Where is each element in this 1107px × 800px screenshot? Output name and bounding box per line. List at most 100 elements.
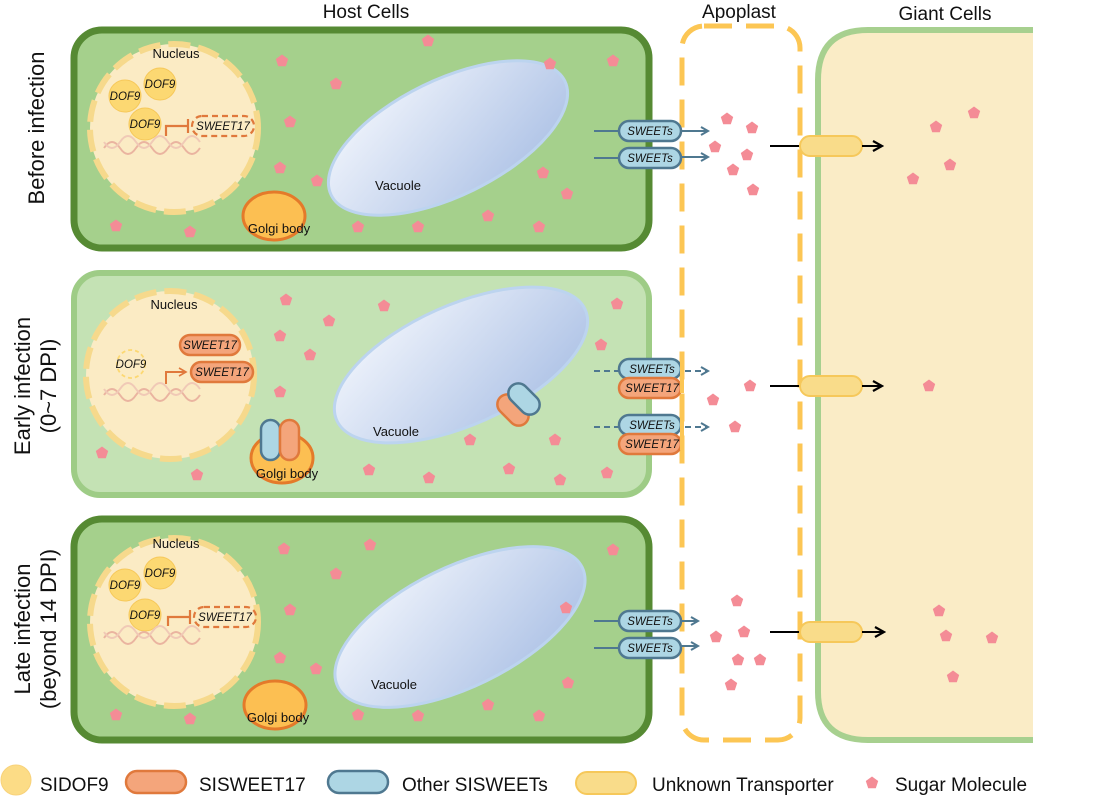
transporter-label: SWEETs xyxy=(629,364,675,376)
row-label-sub: (beyond 14 DPI) xyxy=(36,549,61,709)
sugar-molecule-icon xyxy=(273,329,287,342)
legend-label-sweet17: SISWEET17 xyxy=(199,775,306,796)
dna-strand xyxy=(103,388,201,402)
dof9-label: DOF9 xyxy=(130,119,161,131)
vacuole-label: Vacuole xyxy=(373,424,419,439)
sugar-molecule-icon xyxy=(561,676,575,689)
legend-swatch-sugar xyxy=(865,776,879,789)
sugar-molecule-icon xyxy=(720,112,734,125)
sweet17-gene-repressed xyxy=(192,605,258,629)
sweet17-gene-label: SWEET17 xyxy=(196,121,250,133)
sugar-molecule-icon xyxy=(183,225,197,238)
header-apoplast: Apoplast xyxy=(702,2,777,23)
row-label: Before infection xyxy=(24,52,49,205)
sugar-molecule-icon xyxy=(740,148,754,161)
sugar-molecule-icon xyxy=(279,293,293,306)
dof9-label: DOF9 xyxy=(116,359,147,371)
sugar-molecule-icon xyxy=(560,187,574,200)
sugar-molecule-icon xyxy=(929,120,943,133)
sugar-molecule-icon xyxy=(606,543,620,556)
sugar-molecule-icon xyxy=(746,183,760,196)
sweet17-gene-active xyxy=(189,360,255,384)
transporter-label: SWEETs xyxy=(627,126,673,138)
row-late-infection: Late infection (beyond 14 DPI) Nucleus D… xyxy=(10,515,999,744)
dna-strand xyxy=(103,141,201,155)
sugar-molecule-icon xyxy=(303,348,317,361)
sugar-molecule-icon xyxy=(275,54,289,67)
transporter-label: SWEETs xyxy=(627,643,673,655)
sugar-molecule-icon xyxy=(310,174,324,187)
transporter-label: SWEETs xyxy=(627,153,673,165)
nucleus-label: Nucleus xyxy=(151,297,198,312)
dna-strand xyxy=(103,625,201,639)
inhibition-icon xyxy=(166,610,192,626)
sugar-molecule-icon xyxy=(411,220,425,233)
transporter-label: SWEETs xyxy=(629,420,675,432)
sugar-molecule-icon xyxy=(109,708,123,721)
row-label: Early infection xyxy=(10,317,35,455)
sugar-molecule-icon xyxy=(329,567,343,580)
sugar-molecule-icon xyxy=(309,662,323,675)
dna-strand xyxy=(103,382,201,396)
header-host-cells: Host Cells xyxy=(323,2,410,23)
dof9-protein xyxy=(108,568,142,602)
legend-label-sugar: Sugar Molecule xyxy=(895,775,1027,796)
sugar-molecule-icon xyxy=(731,653,745,666)
nucleus-label: Nucleus xyxy=(153,536,200,551)
transporter-label: SWEETs xyxy=(627,616,673,628)
sugar-molecule-icon xyxy=(737,625,751,638)
other-sweets-tonoplast xyxy=(507,382,541,416)
golgi-body xyxy=(241,190,307,242)
sugar-molecule-icon xyxy=(502,462,516,475)
sugar-molecule-icon xyxy=(932,604,946,617)
sweet17-gene-label: SWEET17 xyxy=(198,612,252,624)
sugar-molecule-icon xyxy=(745,121,759,134)
sugar-molecule-icon xyxy=(283,603,297,616)
sugar-molecule-icon xyxy=(362,463,376,476)
sugar-group xyxy=(95,293,936,486)
sugar-group xyxy=(109,538,999,725)
sugar-molecule-icon xyxy=(865,776,879,789)
sugar-molecule-icon xyxy=(708,140,722,153)
other-sweets-transporter xyxy=(617,636,683,660)
sugar-molecule-icon xyxy=(594,338,608,351)
vacuole-label: Vacuole xyxy=(371,677,417,692)
legend-swatch-sweet17 xyxy=(124,769,188,795)
nucleus: Nucleus DOF9 SWEET17 SWEET17 xyxy=(83,288,257,462)
sugar-molecule-icon xyxy=(559,601,573,614)
sugar-molecule-icon xyxy=(553,473,567,486)
sugar-molecule-icon xyxy=(329,77,343,90)
row-before-infection: Before infection Nucleus DOF9 DOF9 DOF9 … xyxy=(24,26,981,252)
golgi-body xyxy=(242,679,308,731)
legend-swatch-other-sweets xyxy=(326,769,390,795)
sugar-molecule-icon xyxy=(922,379,936,392)
other-sweets-vesicle xyxy=(259,418,282,462)
unknown-transporter xyxy=(799,375,863,397)
dof9-label: DOF9 xyxy=(130,610,161,622)
sweet17-protein-label: SWEET17 xyxy=(183,340,237,352)
sugar-molecule-icon xyxy=(967,106,981,119)
sugar-molecule-icon xyxy=(273,161,287,174)
sugar-molecule-icon xyxy=(322,314,336,327)
legend-label-other-sweets: Other SISWEETs xyxy=(402,775,548,796)
dof9-degraded xyxy=(116,349,146,379)
sugar-molecule-icon xyxy=(463,433,477,446)
nucleus: Nucleus DOF9 DOF9 DOF9 SWEET17 xyxy=(87,535,261,709)
sweet17-gene-label: SWEET17 xyxy=(195,367,249,379)
sugar-molecule-icon xyxy=(532,220,546,233)
sugar-molecule-icon xyxy=(728,420,742,433)
sugar-molecule-icon xyxy=(377,299,391,312)
legend-label-unknown-transporter: Unknown Transporter xyxy=(652,775,834,796)
sugar-molecule-icon xyxy=(183,712,197,725)
sugar-molecule-icon xyxy=(730,594,744,607)
vacuole-label: Vacuole xyxy=(375,178,421,193)
sugar-molecule-icon xyxy=(706,393,720,406)
vacuole xyxy=(326,59,570,217)
sugar-molecule-icon xyxy=(610,297,624,310)
sugar-molecule-icon xyxy=(532,709,546,722)
sugar-molecule-icon xyxy=(548,433,562,446)
sugar-molecule-icon xyxy=(351,220,365,233)
sugar-molecule-icon xyxy=(481,209,495,222)
sugar-molecule-icon xyxy=(273,385,287,398)
nucleus-label: Nucleus xyxy=(153,46,200,61)
